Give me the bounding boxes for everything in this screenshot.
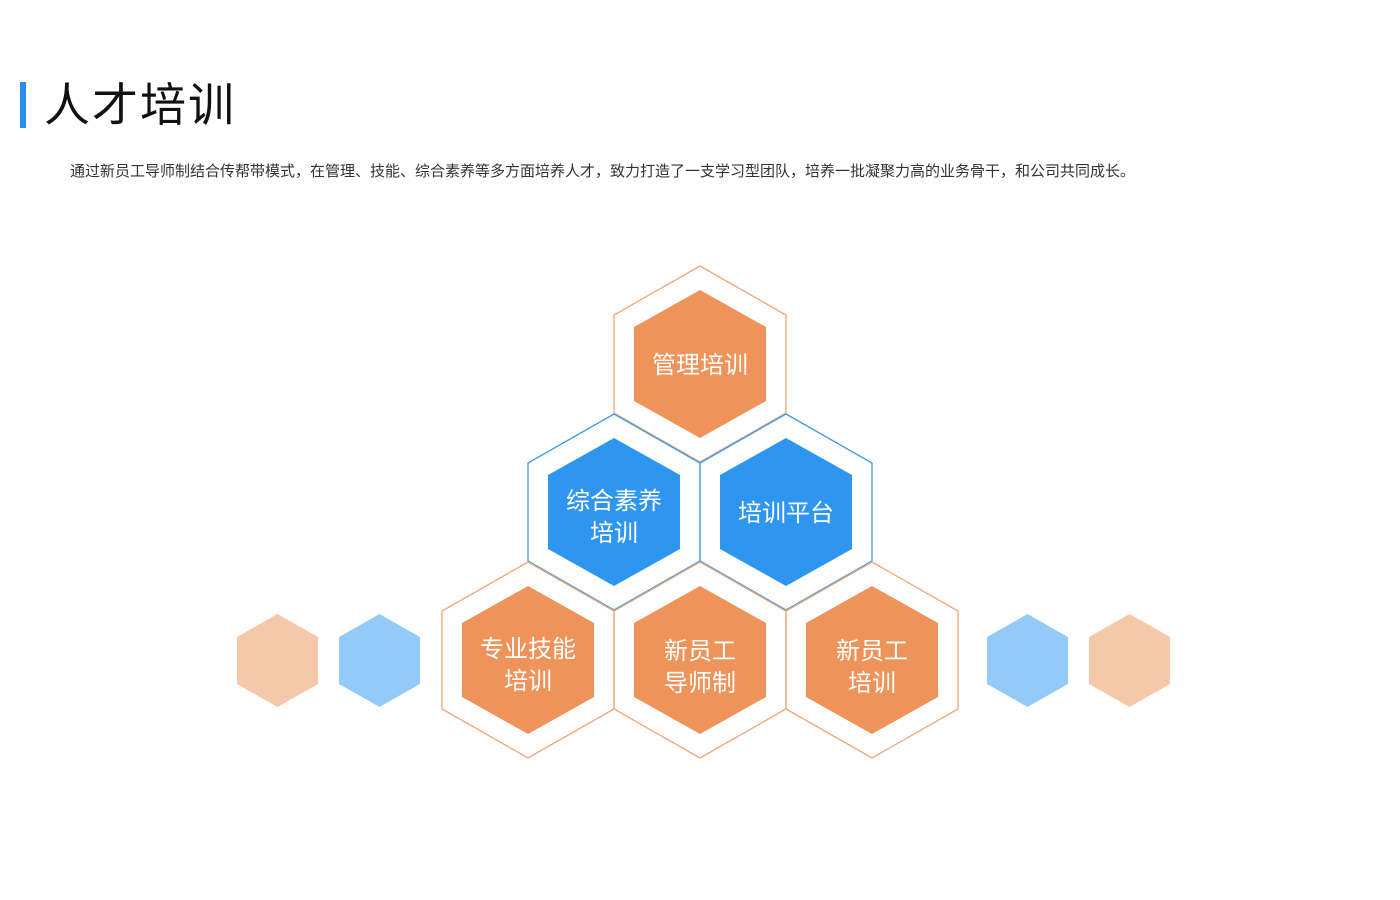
hexagon-fill [462,586,594,734]
title-accent-bar [20,82,26,128]
page-header: 人才培训 [20,78,236,132]
hexagon-label-line-2: 培训 [504,667,552,695]
decorative-hexagon-peach-right [1089,614,1170,707]
hexagon-training-platform: 培训平台 [699,413,873,611]
hexagon-label-line-1: 新员工 [836,637,908,665]
hexagon-comprehensive-quality-training: 综合素养 培训 [527,413,701,611]
hexagon-label-line-1: 专业技能 [480,635,576,663]
hexagon-fill [634,586,766,734]
hexagon-new-employee-mentorship: 新员工 导师制 [613,561,787,759]
hexagon-fill [548,438,680,586]
hexagon-professional-skills-training: 专业技能 培训 [441,561,615,759]
hexagon-outline [613,265,787,463]
hexagon-outline [785,561,959,759]
hexagon-label-line-2: 培训 [848,669,896,697]
decorative-hexagon-blue-left [339,614,420,707]
hexagon-label: 培训平台 [738,499,834,527]
hexagon-label: 管理培训 [652,351,748,379]
hexagon-outline [699,413,873,611]
hexagon-management-training: 管理培训 [613,265,787,463]
decorative-hexagon-peach-left [237,614,318,707]
hexagon-label-line-1: 新员工 [664,637,736,665]
hexagon-fill [720,438,852,586]
hexagon-label-line-1: 综合素养 [566,487,662,515]
hexagon-fill [634,290,766,438]
page-title: 人才培训 [44,78,236,132]
hexagon-label-line-2: 培训 [590,519,638,547]
hexagon-new-employee-training: 新员工 培训 [785,561,959,759]
decorative-hexagon-blue-right [987,614,1068,707]
hexagon-label-line-2: 导师制 [664,669,736,697]
hexagon-fill [806,586,938,734]
page-description: 通过新员工导师制结合传帮带模式，在管理、技能、综合素养等多方面培养人才，致力打造… [70,162,1136,180]
